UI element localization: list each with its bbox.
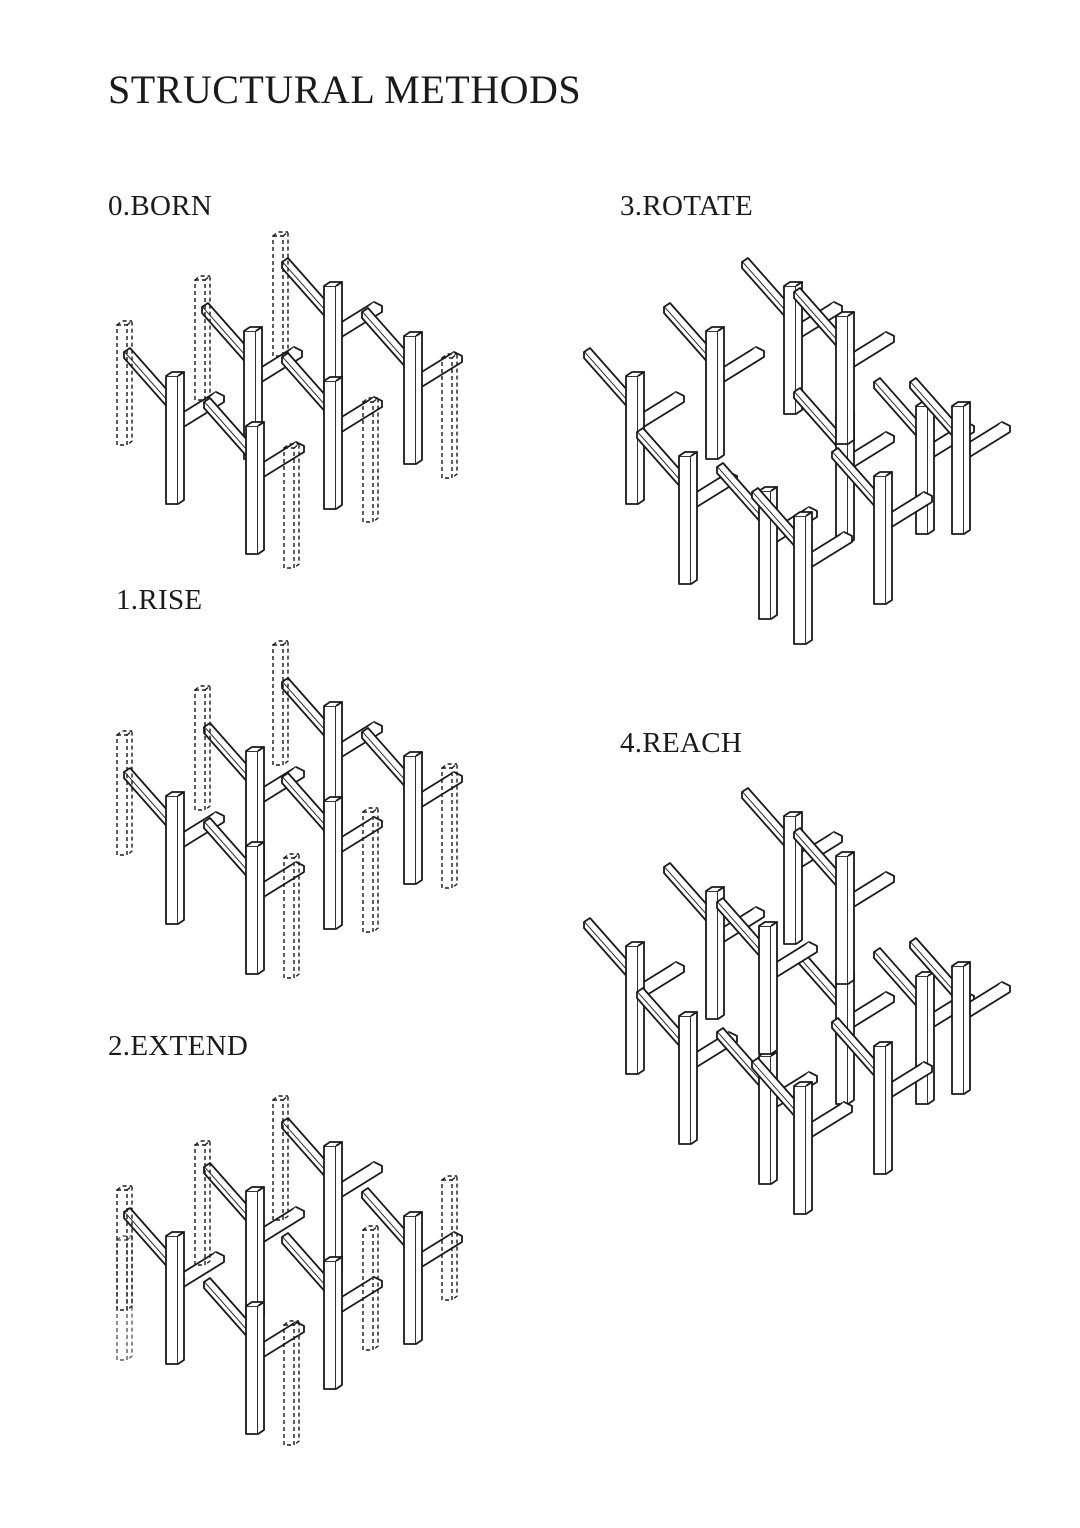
diagram-extend [116, 1095, 463, 1446]
method-label-reach: 4.REACH [620, 727, 743, 759]
diagram-born [116, 231, 463, 569]
method-label-extend: 2.EXTEND [108, 1030, 249, 1062]
method-label-rotate: 3.ROTATE [620, 190, 753, 222]
diagram-rise [116, 640, 463, 979]
page-title: STRUCTURAL METHODS [108, 67, 582, 112]
method-label-born: 0.BORN [108, 190, 213, 222]
method-label-rise: 1.RISE [116, 584, 203, 616]
diagram-rotate [583, 257, 1011, 645]
diagram-reach [583, 787, 1011, 1215]
